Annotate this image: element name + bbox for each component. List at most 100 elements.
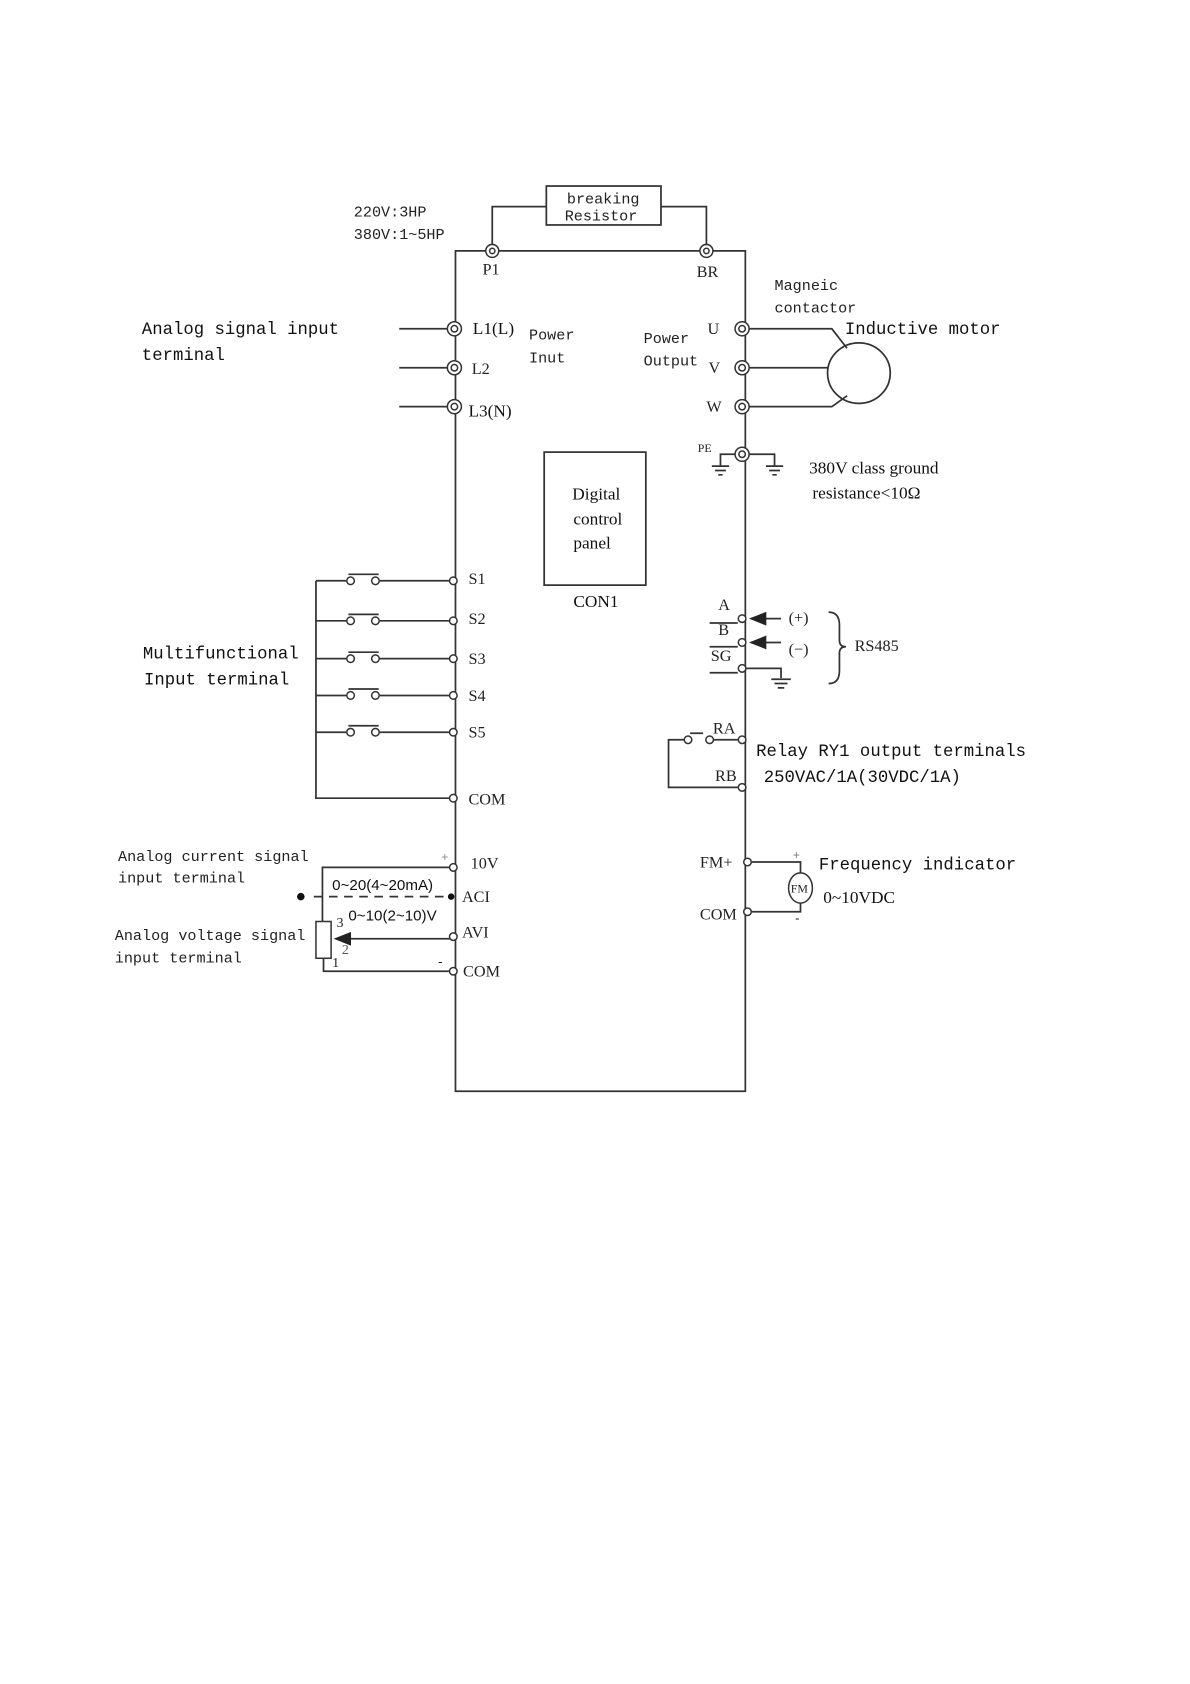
label-l1: L1(L) <box>473 319 514 338</box>
terminal-v <box>734 359 750 376</box>
label-l2: L2 <box>472 360 490 378</box>
rs485-label: RS485 <box>855 637 899 655</box>
terminal-fm-plus <box>742 857 753 867</box>
contactor-label-1: Magneic <box>775 277 839 295</box>
terminal-aci <box>447 893 455 900</box>
label-s5: S5 <box>468 724 485 742</box>
label-a: A <box>718 596 730 614</box>
label-com-fm: COM <box>700 905 737 923</box>
label-u: U <box>707 320 719 338</box>
label-rb: RB <box>715 767 737 785</box>
label-aci: ACI <box>462 888 490 906</box>
input-switch-2 <box>315 613 458 626</box>
terminal-com-fm <box>742 907 753 917</box>
label-avi: AVI <box>462 924 489 942</box>
frequency-meter-icon: FM <box>787 872 814 904</box>
panel-label-1: Digital <box>572 485 620 504</box>
ground-label-1: 380V class ground <box>809 459 939 478</box>
panel-connector-label: CON1 <box>573 592 618 611</box>
analog-voltage-label-1: Analog voltage signal <box>115 927 306 945</box>
terminal-rb <box>737 782 747 792</box>
terminal-com-inputs <box>448 793 458 803</box>
terminal-u <box>734 321 750 337</box>
ground-label-2: resistance<10Ω <box>812 484 920 503</box>
multifunctional-label-1: Multifunctional <box>143 646 299 665</box>
relay-label-1: Relay RY1 output terminals <box>756 743 1026 762</box>
relay-contact-icon <box>667 732 738 789</box>
terminal-ra <box>737 735 747 745</box>
terminal-l3 <box>446 398 463 415</box>
resistor-label-1: breaking <box>567 190 640 208</box>
relay-label-2: 250VAC/1A(30VDC/1A) <box>764 769 961 788</box>
pot-pin-3: 3 <box>337 915 344 931</box>
label-sg: SG <box>711 647 732 665</box>
frequency-label-2: 0~10VDC <box>823 888 895 907</box>
terminal-l1 <box>446 321 463 337</box>
terminal-sg <box>737 663 747 673</box>
contactor-label-2: contactor <box>775 300 857 318</box>
label-s4: S4 <box>468 687 485 705</box>
ground-icon <box>765 465 784 476</box>
motor-icon <box>826 341 892 405</box>
brace-icon <box>828 611 846 685</box>
label-ra: RA <box>713 719 736 737</box>
terminal-pe <box>734 446 750 463</box>
fm-plus-sign: + <box>793 848 800 862</box>
terminal-s3 <box>448 654 458 664</box>
terminal-s2 <box>448 616 458 626</box>
power-output-label-2: Output <box>644 353 698 371</box>
voltage-range-label: 0~10(2~10)V <box>348 907 437 924</box>
label-b: B <box>718 621 729 639</box>
analog-voltage-label-2: input terminal <box>115 950 242 968</box>
ground-icon <box>771 678 791 689</box>
digital-control-panel <box>543 451 647 586</box>
analog-current-label-1: Analog current signal <box>118 848 309 866</box>
terminal-p1 <box>485 243 500 259</box>
label-br: BR <box>697 263 719 281</box>
input-switch-4 <box>315 688 458 700</box>
label-com-inputs: COM <box>468 791 505 809</box>
label-s3: S3 <box>468 650 485 668</box>
label-v: V <box>709 359 721 377</box>
plus-sign: + <box>441 850 448 864</box>
motor-label: Inductive motor <box>845 321 1001 340</box>
power-output-label-1: Power <box>644 330 689 348</box>
power-input-label-2: Inut <box>529 349 565 367</box>
multifunctional-label-2: Input terminal <box>144 672 289 691</box>
terminal-l2 <box>446 359 463 376</box>
terminal-a <box>737 614 747 624</box>
meter-label: FM <box>791 881 809 895</box>
power-input-label-1: Power <box>529 327 574 345</box>
label-w: W <box>706 398 722 416</box>
label-10v: 10V <box>471 854 499 872</box>
input-switch-5 <box>315 724 458 737</box>
label-fm-plus: FM+ <box>700 853 733 871</box>
analog-current-label-2: input terminal <box>118 870 245 888</box>
label-s1: S1 <box>468 570 485 588</box>
input-switch-3 <box>315 651 458 664</box>
label-com-analog: COM <box>463 963 500 981</box>
analog-signal-input-label-1: Analog signal input <box>142 321 339 340</box>
signal-source-dot <box>297 892 305 901</box>
label-l3: L3(N) <box>468 401 511 420</box>
terminal-w <box>734 398 750 415</box>
label-pe: PE <box>698 441 712 455</box>
fm-minus-sign: - <box>795 911 799 926</box>
terminal-s1 <box>448 576 458 586</box>
terminal-10v <box>448 862 458 872</box>
inverter-body <box>454 250 747 1093</box>
resistor-label-2: Resistor <box>565 208 638 226</box>
input-switch-1 <box>315 573 458 586</box>
rating-220v: 220V:3HP <box>354 203 427 221</box>
rating-380v: 380V:1~5HP <box>354 226 445 244</box>
panel-label-3: panel <box>573 533 611 552</box>
terminal-com-analog <box>448 966 458 976</box>
minus-sign: - <box>438 954 442 969</box>
rs485-plus-label: (+) <box>789 609 809 627</box>
panel-label-2: control <box>573 510 622 529</box>
terminal-s5 <box>448 727 458 737</box>
braking-resistor: breaking Resistor <box>491 185 708 251</box>
potentiometer-icon <box>315 920 332 960</box>
rs485-minus-label: (−) <box>789 640 809 658</box>
